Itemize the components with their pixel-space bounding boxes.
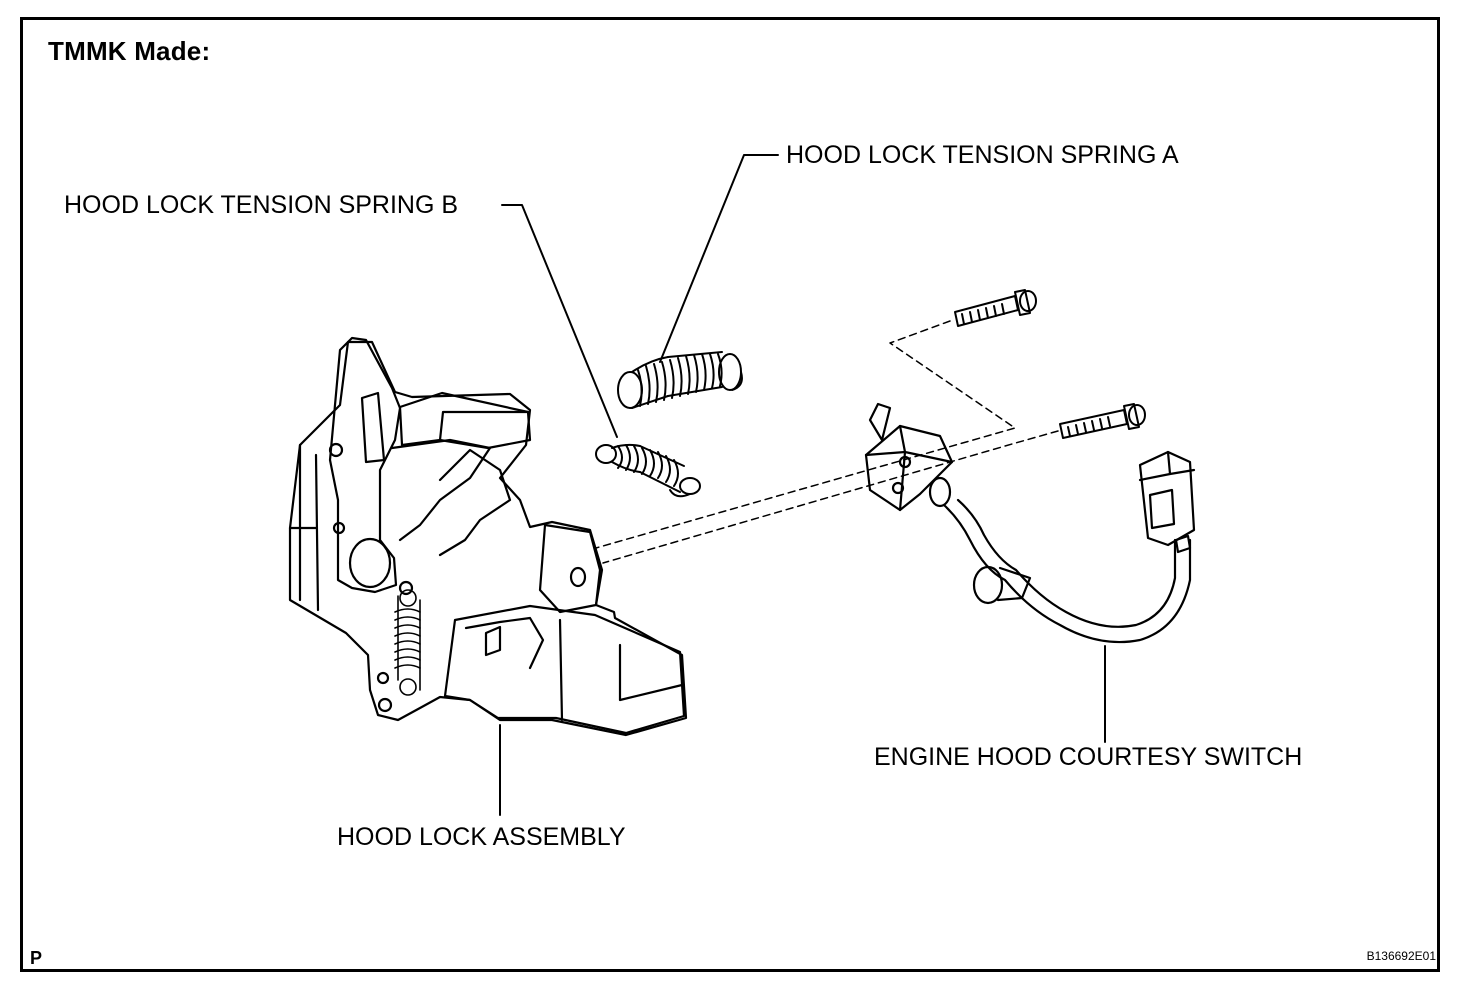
hood-lock-assembly bbox=[288, 336, 688, 737]
hood-lock-internal-spring bbox=[394, 589, 421, 696]
label-hood-lock-assembly: HOOD LOCK ASSEMBLY bbox=[337, 823, 626, 851]
tension-spring-b bbox=[595, 443, 701, 498]
courtesy-switch-body bbox=[864, 424, 954, 512]
figure-heading: TMMK Made: bbox=[48, 36, 211, 66]
label-tension-spring-a: HOOD LOCK TENSION SPRING A bbox=[786, 141, 1179, 169]
leader-lines bbox=[499, 154, 1106, 816]
hood-lock-top-tab bbox=[398, 391, 532, 450]
hood-lock-hook-bracket bbox=[443, 604, 686, 735]
figure-frame bbox=[20, 17, 1440, 972]
leader-spring-b bbox=[501, 204, 618, 438]
bolt-lower bbox=[1059, 403, 1146, 439]
engine-hood-courtesy-switch bbox=[864, 402, 1196, 644]
bolt-upper-guide bbox=[595, 320, 1016, 549]
bolt-lower-guide bbox=[602, 430, 1059, 564]
bolt-upper bbox=[954, 289, 1037, 327]
tension-spring-a bbox=[617, 351, 743, 409]
hood-lock-base-plate bbox=[288, 340, 688, 737]
alignment-lines bbox=[595, 320, 1059, 564]
leader-spring-a bbox=[659, 154, 779, 363]
courtesy-switch-wire bbox=[942, 503, 1192, 644]
label-courtesy-switch: ENGINE HOOD COURTESY SWITCH bbox=[874, 743, 1303, 771]
courtesy-switch-connector bbox=[1138, 450, 1196, 547]
corner-mark: P bbox=[30, 948, 43, 968]
label-tension-spring-b: HOOD LOCK TENSION SPRING B bbox=[64, 191, 459, 219]
figure-code: B136692E01 bbox=[1366, 949, 1436, 963]
